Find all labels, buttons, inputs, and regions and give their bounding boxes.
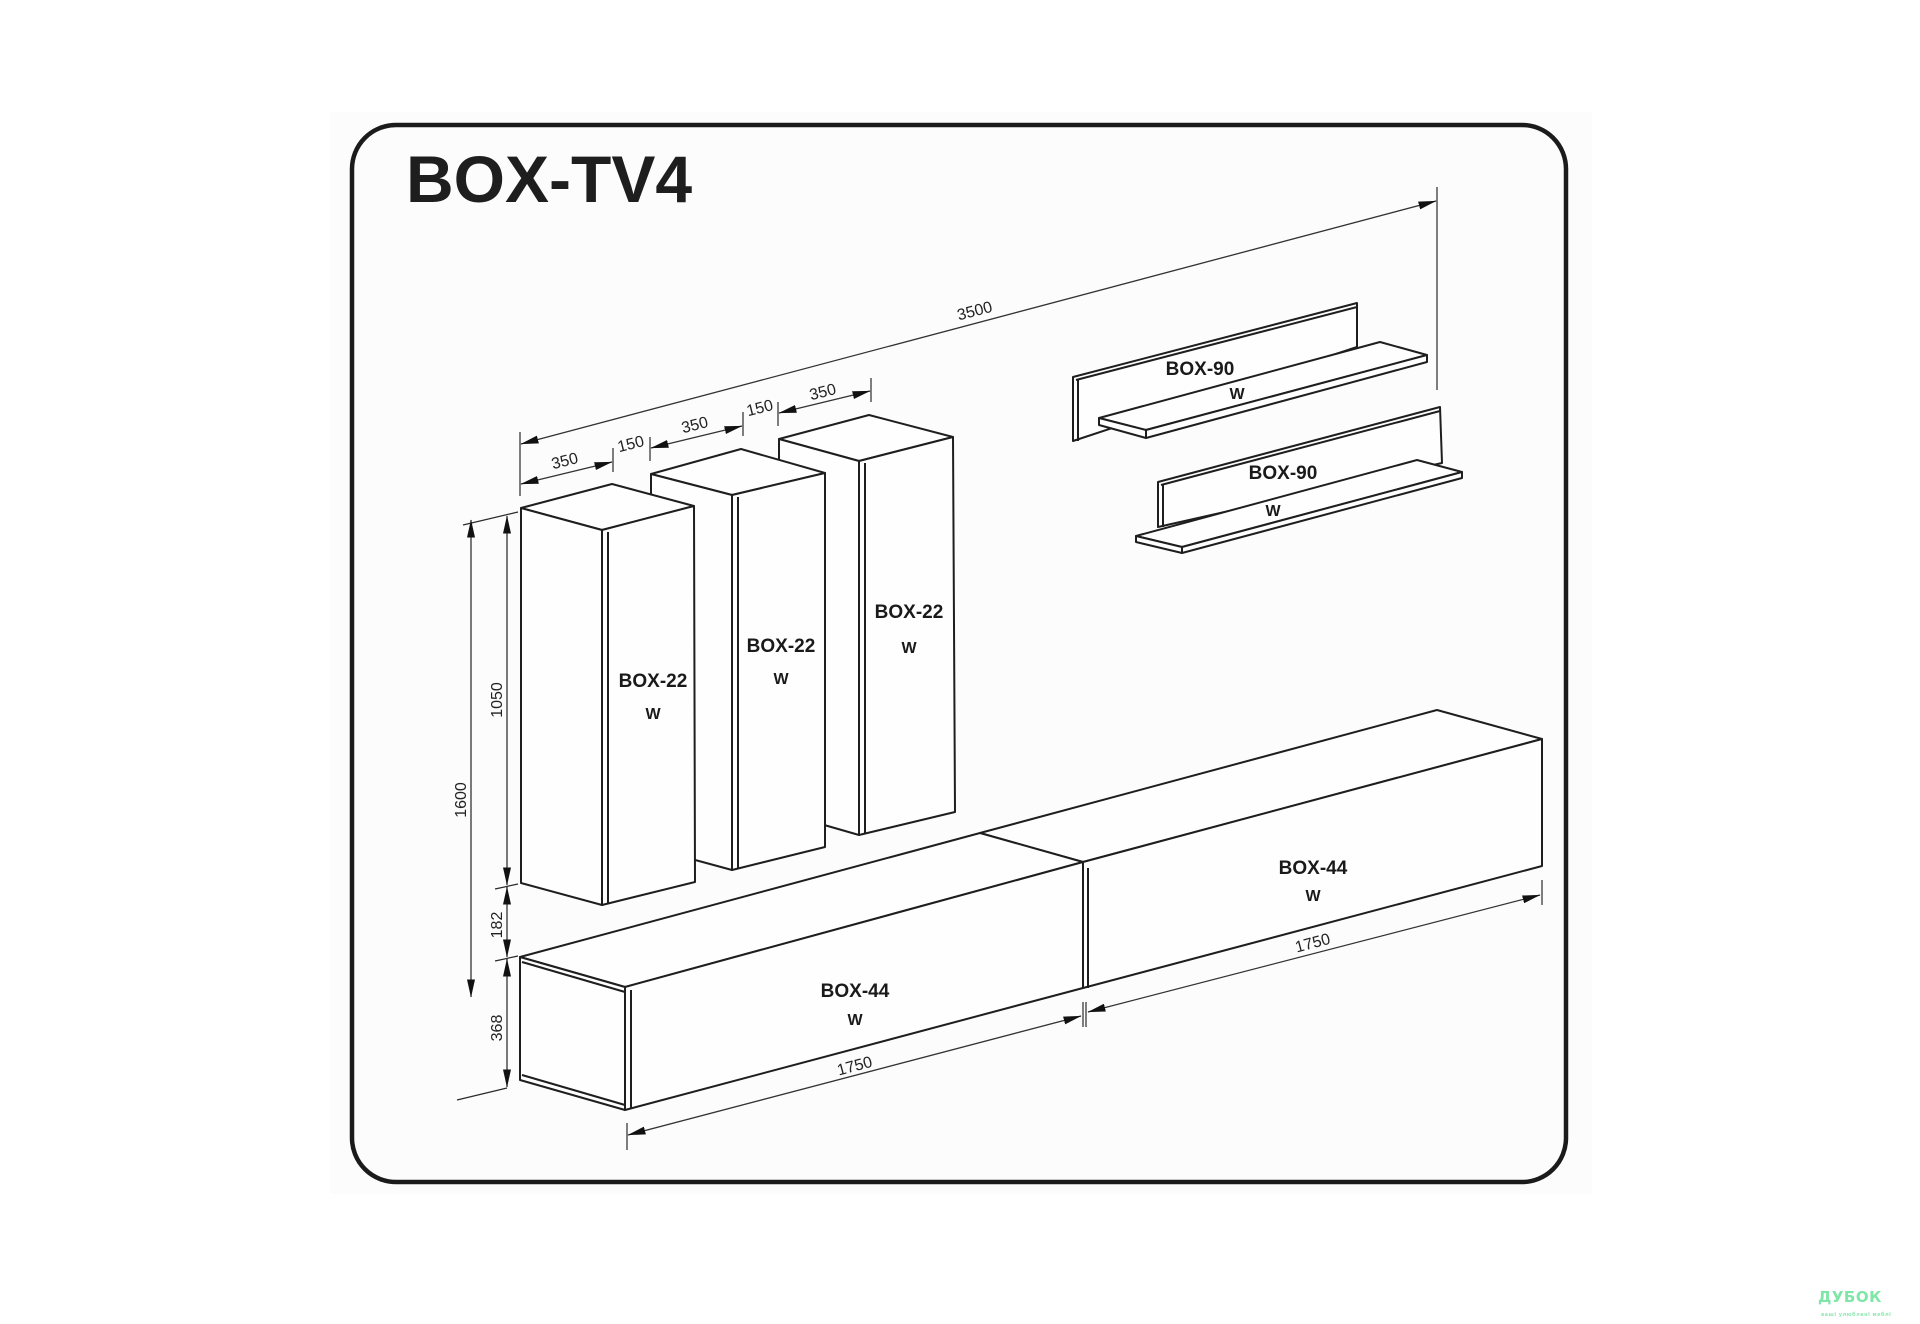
cabinet-1-finish: W — [645, 706, 661, 723]
cabinet-2-name: BOX-22 — [747, 636, 816, 657]
dim-350-1-label: 350 — [550, 450, 580, 473]
cabinet-3-name: BOX-22 — [875, 602, 944, 623]
base-left-finish: W — [847, 1012, 863, 1029]
drawing-title: BOX-TV4 — [406, 142, 692, 216]
shelf-box90-1: BOX-90 W — [1072, 302, 1428, 442]
watermark-brand: ДУБОК — [1818, 1288, 1882, 1306]
dim-150-2-label: 150 — [745, 397, 775, 420]
base-right-finish: W — [1305, 888, 1321, 905]
dim-1050-label: 1050 — [489, 682, 506, 718]
base-right-name: BOX-44 — [1279, 858, 1348, 879]
dim-350-2-label: 350 — [680, 414, 710, 437]
shelf-2-name: BOX-90 — [1249, 463, 1318, 484]
dim-182-label: 182 — [489, 912, 506, 939]
dim-150-1-label: 150 — [616, 433, 646, 456]
watermark-logo: ДУБОКваші улюблені меблі — [1818, 1288, 1920, 1324]
cabinet-3-finish: W — [901, 640, 917, 657]
shelf-2-finish: W — [1265, 503, 1281, 520]
dimension-heights: 1600 1050 182 368 — [453, 511, 519, 1101]
cabinet-2-finish: W — [773, 671, 789, 688]
dim-1600-label: 1600 — [453, 782, 470, 818]
cabinet-box22-1: BOX-22 W — [520, 483, 696, 906]
dim-350-3-label: 350 — [808, 381, 838, 404]
dim-368-label: 368 — [489, 1015, 506, 1042]
shelf-box90-2: BOX-90 W — [1135, 406, 1463, 554]
shelf-1-name: BOX-90 — [1166, 359, 1235, 380]
cabinet-1-name: BOX-22 — [619, 671, 688, 692]
base-left-name: BOX-44 — [821, 981, 890, 1002]
dimension-top-widths: 350 150 350 150 350 — [520, 378, 872, 485]
shelf-1-finish: W — [1229, 386, 1245, 403]
